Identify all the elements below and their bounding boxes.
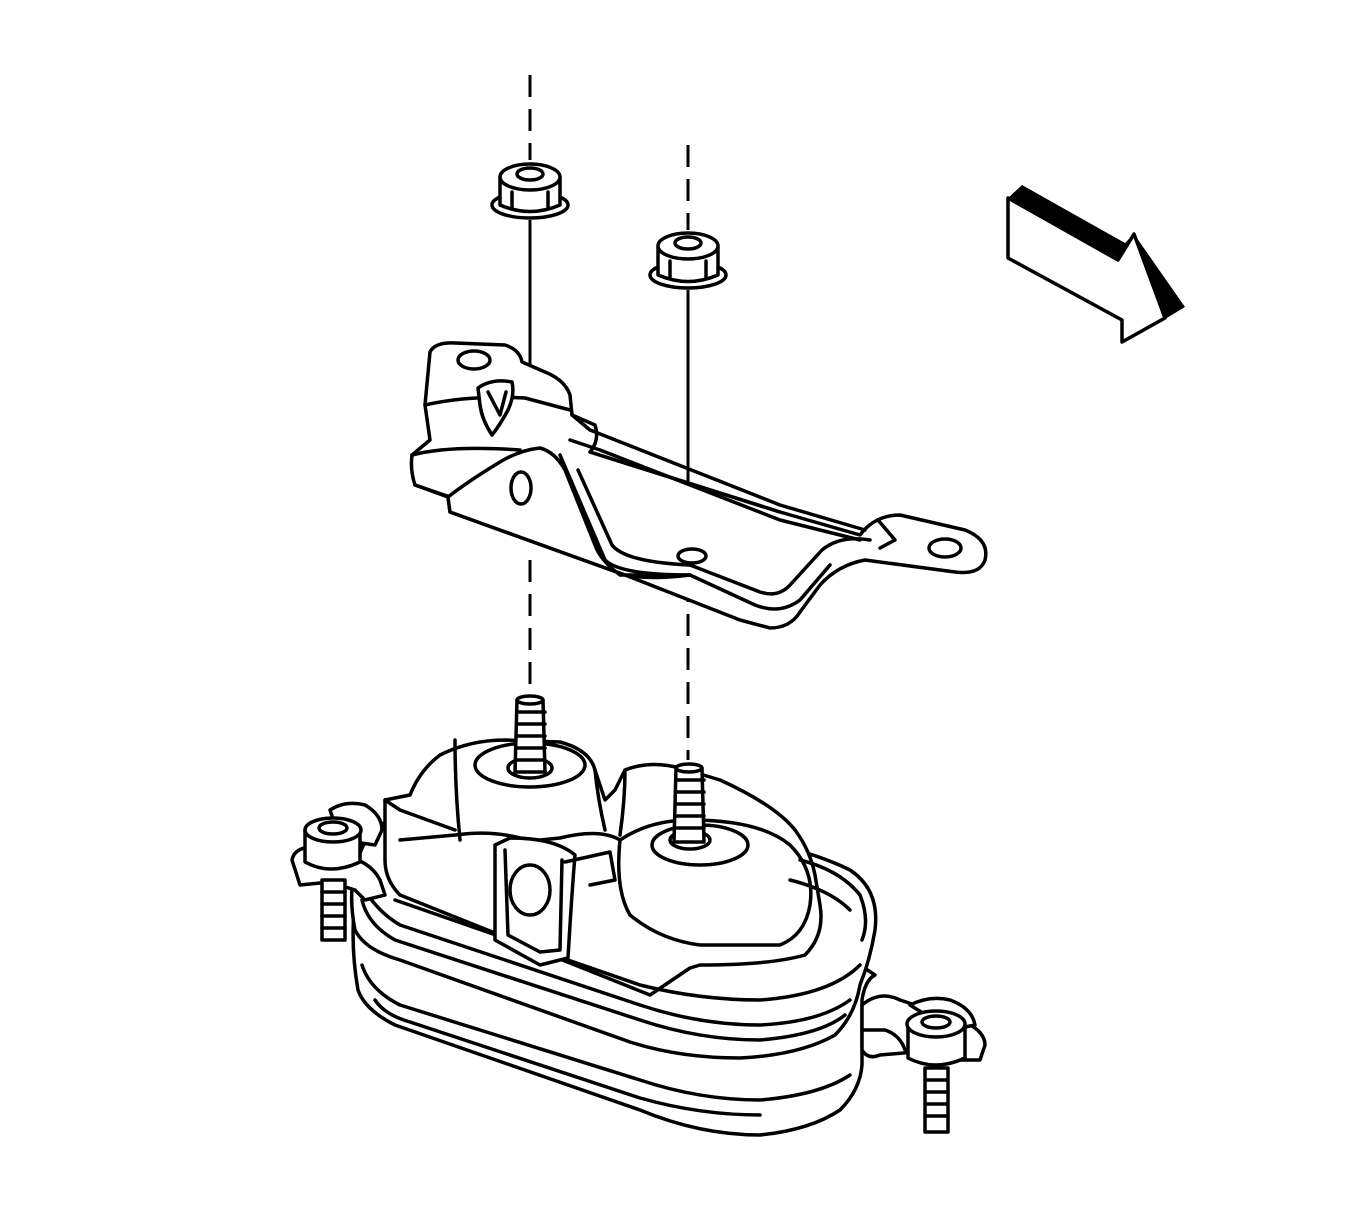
base-bolt-left [290,801,387,942]
flange-nut-right [648,231,728,290]
mount-stud-right [672,762,706,844]
front-direction-arrow-icon [1006,185,1185,344]
mount-body [349,738,878,1137]
mount-bracket [409,341,988,630]
flange-nut-left [490,162,570,220]
mount-stud-left [513,694,547,774]
base-bolt-right [860,994,987,1134]
